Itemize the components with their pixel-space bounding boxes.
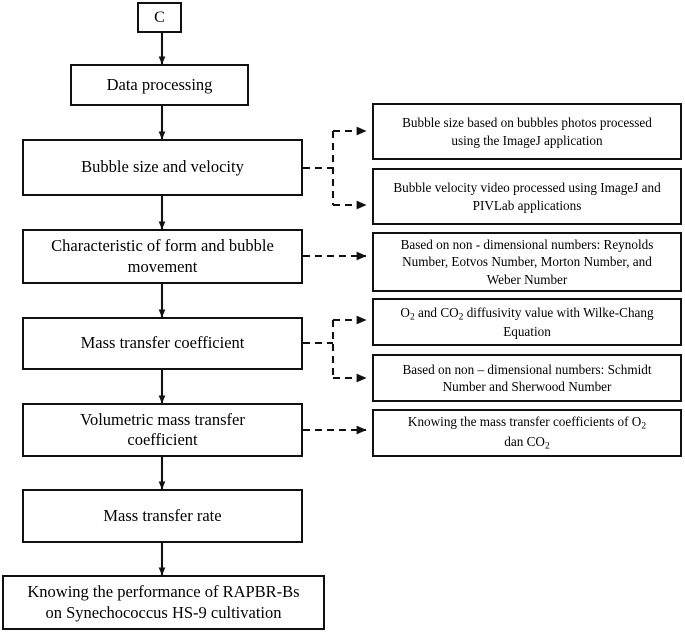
flow-node-characteristic-form-movement-label: Characteristic of form and bubble moveme… — [51, 236, 274, 276]
note-node-bubble-velocity[interactable]: Bubble velocity video processed using Im… — [372, 168, 682, 225]
note-node-nondim-schmidt[interactable]: Based on non – dimensional numbers: Schm… — [372, 354, 682, 402]
note-node-nondim-reynolds[interactable]: Based on non - dimensional numbers: Reyn… — [372, 232, 682, 292]
flow-node-bubble-size-velocity-label: Bubble size and velocity — [81, 157, 244, 177]
flow-node-mass-transfer-rate[interactable]: Mass transfer rate — [22, 489, 303, 543]
note-node-mass-transfer-coefficients[interactable]: Knowing the mass transfer coefficients o… — [372, 409, 682, 457]
flow-node-bubble-size-velocity[interactable]: Bubble size and velocity — [22, 139, 303, 196]
note-node-nondim-schmidt-label: Based on non – dimensional numbers: Schm… — [402, 361, 652, 394]
flow-node-volumetric-mass-transfer-coefficient[interactable]: Volumetric mass transfer coefficient — [22, 403, 303, 457]
flow-node-knowing-performance-label: Knowing the performance of RAPBR-Bs on S… — [27, 582, 300, 622]
flow-node-start-c-label: C — [154, 8, 165, 26]
note-node-diffusivity-label: O2 and CO2 diffusivity value with Wilke-… — [400, 304, 654, 340]
note-node-bubble-size[interactable]: Bubble size based on bubbles photos proc… — [372, 103, 682, 160]
dashed-branch-connector — [303, 315, 367, 383]
flow-node-data-processing-label: Data processing — [106, 74, 213, 94]
dashed-branch-connector — [303, 126, 367, 210]
flow-node-knowing-performance[interactable]: Knowing the performance of RAPBR-Bs on S… — [2, 575, 325, 630]
note-node-nondim-reynolds-label: Based on non - dimensional numbers: Reyn… — [400, 237, 654, 287]
flow-node-mass-transfer-coefficient-label: Mass transfer coefficient — [80, 333, 245, 353]
note-node-bubble-size-label: Bubble size based on bubbles photos proc… — [402, 115, 652, 148]
flow-node-characteristic-form-movement[interactable]: Characteristic of form and bubble moveme… — [22, 229, 303, 284]
flow-node-data-processing[interactable]: Data processing — [70, 64, 249, 106]
note-node-diffusivity[interactable]: O2 and CO2 diffusivity value with Wilke-… — [372, 298, 682, 346]
flow-node-volumetric-mass-transfer-coefficient-label: Volumetric mass transfer coefficient — [80, 409, 245, 449]
note-node-mass-transfer-coefficients-label: Knowing the mass transfer coefficients o… — [407, 414, 647, 452]
flow-node-mass-transfer-coefficient[interactable]: Mass transfer coefficient — [22, 317, 303, 370]
flow-node-mass-transfer-rate-label: Mass transfer rate — [103, 505, 222, 525]
note-node-bubble-velocity-label: Bubble velocity video processed using Im… — [393, 180, 661, 213]
flow-node-start-c[interactable]: C — [137, 2, 182, 33]
